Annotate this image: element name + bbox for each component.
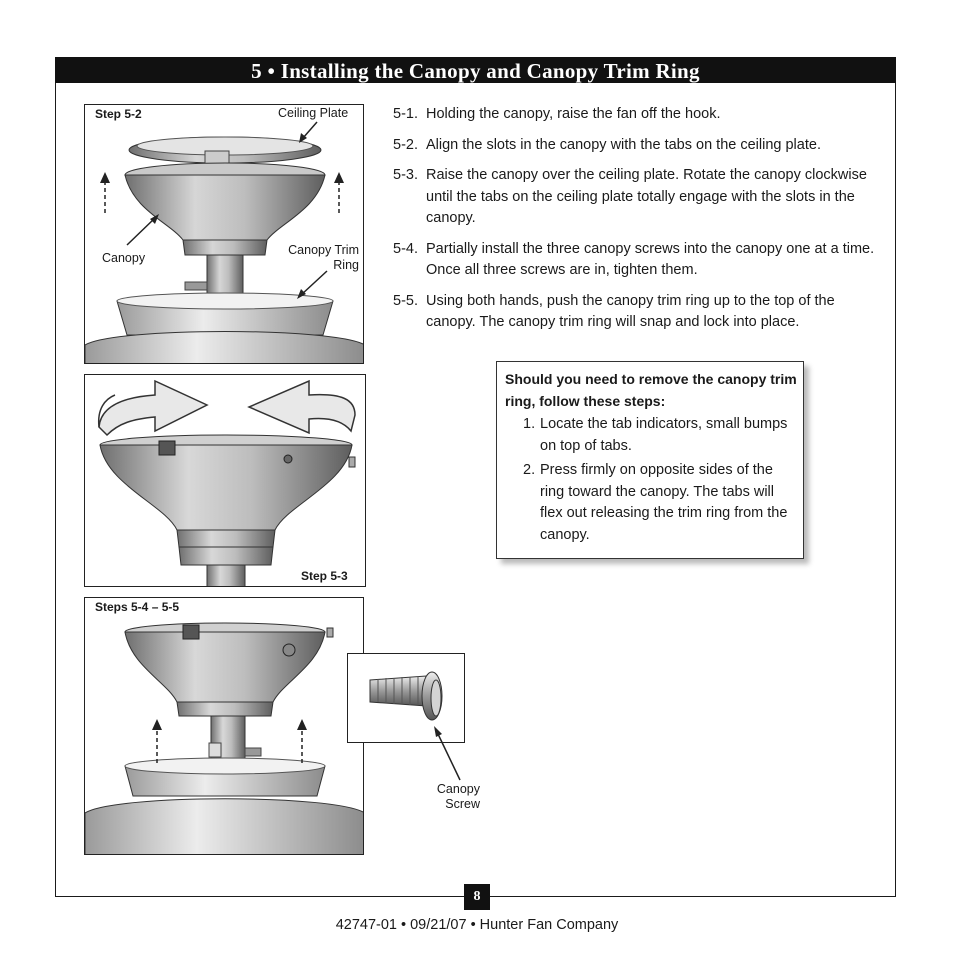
illustration-trim-ring-push xyxy=(85,622,363,854)
footer: 42747-01 • 09/21/07 • Hunter Fan Company xyxy=(335,917,619,933)
note-heading: Should you need to remove the canopy tri… xyxy=(505,371,797,409)
step-label: Steps 5-4 – 5-5 xyxy=(95,600,180,614)
section-title-bar: 5 • Installing the Canopy and Canopy Tri… xyxy=(55,57,896,83)
step-label: Step 5-2 xyxy=(95,107,142,121)
step-text: Align the slots in the canopy with the t… xyxy=(426,136,821,153)
figure-step-5-2: Step 5-2 Ceiling Plate Canopy Canopy Tri… xyxy=(84,104,364,364)
callout-pointer xyxy=(434,726,461,781)
callout-canopy: Canopy xyxy=(102,251,146,265)
note-item-number: 1. xyxy=(523,416,536,432)
figure-canopy-screw xyxy=(347,653,465,743)
step-number: 5-4. xyxy=(393,240,418,257)
page-number: 8 xyxy=(464,884,490,910)
step-text: Holding the canopy, raise the fan off th… xyxy=(426,106,721,122)
step-list: 5-1. Holding the canopy, raise the fan o… xyxy=(393,104,883,343)
illustration-canopy-raise xyxy=(85,121,363,363)
note-item: 1. Locate the tab indicators, small bump… xyxy=(523,414,793,457)
section-title: 5 • Installing the Canopy and Canopy Tri… xyxy=(251,59,700,83)
step-number: 5-2. xyxy=(393,136,418,153)
step-text: Partially install the three canopy screw… xyxy=(426,240,875,279)
note-item-text: Locate the tab indicators, small bumps o… xyxy=(540,416,788,454)
step-item: 5-3. Raise the canopy over the ceiling p… xyxy=(393,165,883,230)
step-number: 5-1. xyxy=(393,106,418,122)
canopy-screw-icon xyxy=(369,671,443,721)
illustration-canopy-rotate xyxy=(97,379,356,586)
step-item: 5-1. Holding the canopy, raise the fan o… xyxy=(393,104,883,126)
note-item-text: Press firmly on opposite sides of the ri… xyxy=(540,462,788,543)
callout-canopy-screw: Canopy Screw xyxy=(436,782,480,811)
step-number: 5-5. xyxy=(393,292,418,309)
figure-step-5-3: Step 5-3 xyxy=(84,374,366,587)
step-number: 5-3. xyxy=(393,167,418,183)
callout-canopy-trim-ring: Canopy Trim Ring xyxy=(288,243,359,272)
step-text: Raise the canopy over the ceiling plate.… xyxy=(426,167,867,226)
step-item: 5-4. Partially install the three canopy … xyxy=(393,239,883,282)
note-item: 2. Press firmly on opposite sides of the… xyxy=(523,460,793,546)
figure-steps-5-4-5-5: Steps 5-4 – 5-5 xyxy=(84,597,364,855)
step-text: Using both hands, push the canopy trim r… xyxy=(426,292,835,331)
callout-ceiling-plate: Ceiling Plate xyxy=(278,106,349,120)
note-box: Should you need to remove the canopy tri… xyxy=(496,361,804,559)
step-item: 5-2. Align the slots in the canopy with … xyxy=(393,135,883,157)
step-label: Step 5-3 xyxy=(301,569,348,583)
step-item: 5-5. Using both hands, push the canopy t… xyxy=(393,291,883,334)
note-item-number: 2. xyxy=(523,462,536,478)
